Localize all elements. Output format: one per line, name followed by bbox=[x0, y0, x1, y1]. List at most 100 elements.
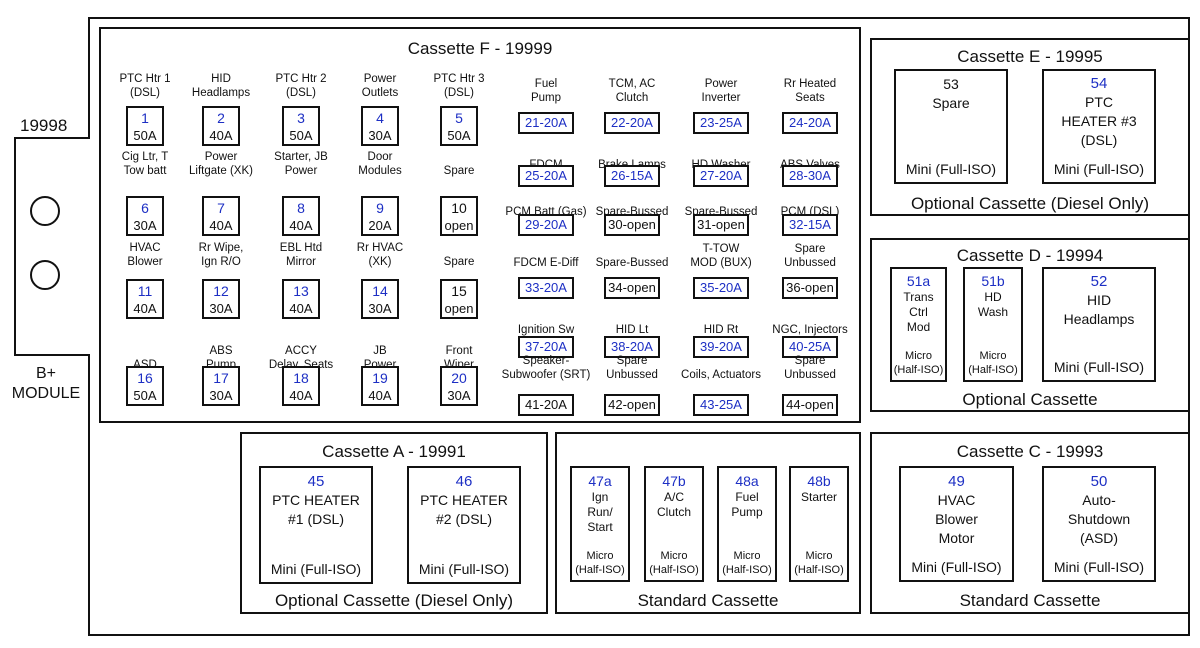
cassette-a-footer: Optional Cassette (Diesel Only) bbox=[274, 591, 514, 610]
cassette-d: Cassette D - 19994 51a Trans Ctrl Mod Mi… bbox=[870, 238, 1190, 412]
cassette-c: Cassette C - 19993 49 HVAC Blower Motor … bbox=[870, 432, 1190, 614]
relay-48a: 48a Fuel Pump Micro(Half-ISO) bbox=[717, 466, 777, 582]
fuse-38: 38-20A bbox=[604, 336, 660, 358]
fuse-44: 44-open bbox=[782, 394, 838, 416]
fuse-21: 21-20A bbox=[518, 112, 574, 134]
fuse-label: Speaker-Subwoofer (SRT) bbox=[501, 355, 591, 381]
relay-51a: 51a Trans Ctrl Mod Micro(Half-ISO) bbox=[890, 267, 947, 382]
cassette-c-footer: Standard Cassette bbox=[959, 591, 1101, 610]
fuse-label: Spare bbox=[443, 256, 475, 268]
relay-46: 46 PTC HEATER #2 (DSL) Mini (Full-ISO) bbox=[407, 466, 521, 584]
cassette-a: Cassette A - 19991 45 PTC HEATER #1 (DSL… bbox=[240, 432, 548, 614]
b-plus-module-label: B+ MODULE bbox=[11, 365, 81, 402]
relay-51b: 51b HD Wash Micro(Half-ISO) bbox=[963, 267, 1023, 382]
cassette-d-title: Cassette D - 19994 bbox=[956, 246, 1104, 265]
fuse-23: 23-25A bbox=[693, 112, 749, 134]
cassette-e-title: Cassette E - 19995 bbox=[957, 47, 1103, 66]
cassette-e-footer: Optional Cassette (Diesel Only) bbox=[910, 194, 1150, 213]
relay-53: 53 Spare Mini (Full-ISO) bbox=[894, 69, 1008, 184]
fuse-37: 37-20A bbox=[518, 336, 574, 358]
cassette-e: Cassette E - 19995 53 Spare Mini (Full-I… bbox=[870, 38, 1190, 216]
relay-52: 52 HID Headlamps Mini (Full-ISO) bbox=[1042, 267, 1156, 382]
fuse-30: 30-open bbox=[604, 214, 660, 236]
cassette-standard-micro: 47a Ign Run/ Start Micro(Half-ISO) 47b A… bbox=[555, 432, 861, 614]
fuse-label: Ignition Sw bbox=[517, 324, 575, 336]
fuse-35: 35-20A bbox=[693, 277, 749, 299]
cassette-a-title: Cassette A - 19991 bbox=[322, 442, 466, 461]
cassette-c-title: Cassette C - 19993 bbox=[956, 442, 1104, 461]
fuse-43: 43-25A bbox=[693, 394, 749, 416]
fuse-31: 31-open bbox=[693, 214, 749, 236]
cassette-d-footer: Optional Cassette bbox=[962, 390, 1098, 409]
fuse-28: 28-30A bbox=[782, 165, 838, 187]
module-part-number: 19998 bbox=[20, 116, 68, 135]
cassette-f-title: Cassette F - 19999 bbox=[407, 39, 553, 58]
fuse-label: Coils, Actuators bbox=[681, 369, 761, 381]
fuse-label: Rr HVAC(XK) bbox=[356, 242, 404, 268]
fuse-label: Spare bbox=[443, 165, 475, 177]
fuse-22: 22-20A bbox=[604, 112, 660, 134]
fuse-29: 29-20A bbox=[518, 214, 574, 236]
fuse-41: 41-20A bbox=[518, 394, 574, 416]
fuse-26: 26-15A bbox=[604, 165, 660, 187]
fuse-27: 27-20A bbox=[693, 165, 749, 187]
relay-54: 54 PTC HEATER #3 (DSL) Mini (Full-ISO) bbox=[1042, 69, 1156, 184]
fuse-32: 32-15A bbox=[782, 214, 838, 236]
fuse-label: PTC Htr 2(DSL) bbox=[275, 73, 327, 99]
b-plus-module bbox=[14, 137, 90, 356]
relay-49: 49 HVAC Blower Motor Mini (Full-ISO) bbox=[899, 466, 1014, 582]
fuse-label: HID Rt bbox=[703, 324, 739, 336]
terminal-stud-icon bbox=[30, 196, 60, 226]
fuse-34: 34-open bbox=[604, 277, 660, 299]
fuse-33: 33-20A bbox=[518, 277, 574, 299]
cassette-standard-footer: Standard Cassette bbox=[637, 591, 779, 610]
fuse-label: FDCM E-Diff bbox=[513, 257, 579, 269]
relay-50: 50 Auto- Shutdown (ASD) Mini (Full-ISO) bbox=[1042, 466, 1156, 582]
terminal-stud-icon bbox=[30, 260, 60, 290]
relay-47b: 47b A/C Clutch Micro(Half-ISO) bbox=[644, 466, 704, 582]
relay-47a: 47a Ign Run/ Start Micro(Half-ISO) bbox=[570, 466, 630, 582]
relay-48b: 48b Starter Micro(Half-ISO) bbox=[789, 466, 849, 582]
fuse-label: Spare-Bussed bbox=[595, 257, 669, 269]
fuse-label: NGC, Injectors bbox=[772, 324, 848, 336]
fuse-36: 36-open bbox=[782, 277, 838, 299]
fuse-42: 42-open bbox=[604, 394, 660, 416]
fuse-39: 39-20A bbox=[693, 336, 749, 358]
fuse-label: PTC Htr 1(DSL) bbox=[119, 73, 171, 99]
fuse-40: 40-25A bbox=[782, 336, 838, 358]
fuse-label: Rr Wipe,Ign R/O bbox=[198, 242, 244, 268]
